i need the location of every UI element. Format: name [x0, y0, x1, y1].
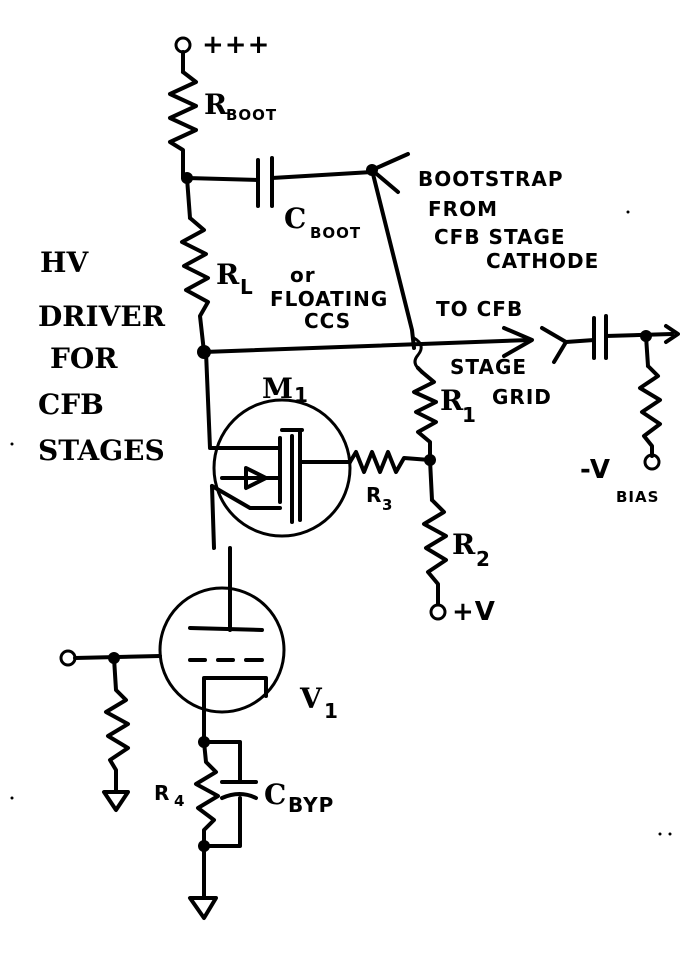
svg-text:C: C: [284, 202, 306, 235]
c-byp-capacitor: [220, 780, 258, 800]
supply-terminal: [174, 36, 192, 74]
title-line-5: STAGES: [38, 434, 165, 467]
title-line-1: HV: [40, 246, 89, 279]
svg-text:R: R: [452, 528, 476, 561]
output-arrow: [502, 326, 534, 358]
label-c-boot: C BOOT: [284, 202, 361, 242]
grid-resistor: [104, 656, 130, 794]
label-floating-ccs: or FLOATING CCS: [270, 263, 388, 333]
coupling-capacitor: [592, 314, 608, 360]
svg-text:TO CFB: TO CFB: [436, 297, 523, 321]
svg-text:3: 3: [382, 496, 393, 514]
label-v1: V 1: [299, 682, 339, 723]
svg-text:CFB STAGE: CFB STAGE: [434, 225, 566, 249]
bias-resistor: [638, 364, 662, 458]
input-terminal: [59, 649, 77, 667]
ground-symbol-grid: [102, 790, 130, 812]
svg-text:BIAS: BIAS: [616, 488, 659, 506]
pos-supply-terminal: [429, 603, 447, 621]
scan-speck: [626, 210, 630, 214]
title-line-2: DRIVER: [38, 300, 166, 333]
scan-speck: [10, 442, 14, 446]
svg-text:V: V: [299, 682, 323, 715]
neg-bias-terminal: [643, 453, 661, 471]
svg-text:R: R: [440, 384, 464, 417]
scan-speck: [10, 796, 14, 800]
svg-text:R: R: [204, 88, 228, 121]
svg-text:BOOT: BOOT: [226, 106, 277, 124]
svg-text:1: 1: [294, 383, 309, 407]
label-r3: R 3: [366, 483, 393, 514]
label-to-cfb: TO CFB STAGE GRID: [436, 297, 552, 409]
r3-resistor: [348, 450, 432, 474]
label-pos-supply: +V: [452, 597, 496, 627]
bootstrap-arrow: [370, 152, 410, 194]
label-r-boot: R BOOT: [204, 88, 277, 124]
m1-mosfet-symbol: [210, 428, 304, 524]
r1-resistor: [412, 370, 438, 462]
scan-speck: [668, 832, 672, 836]
supply-label: +++: [202, 30, 270, 60]
svg-text:BYP: BYP: [288, 793, 334, 817]
m1-envelope: [212, 398, 352, 538]
title-block: HV DRIVER FOR CFB STAGES: [38, 246, 166, 467]
svg-text:FROM: FROM: [428, 197, 498, 221]
svg-text:L: L: [240, 275, 254, 299]
label-r-l: R L: [216, 258, 254, 299]
svg-text:M: M: [262, 372, 293, 405]
svg-text:R: R: [216, 258, 240, 291]
label-m1: M 1: [262, 372, 309, 407]
r-boot-resistor: [168, 70, 198, 180]
label-neg-bias: -V BIAS: [580, 455, 659, 506]
title-line-4: CFB: [38, 388, 104, 421]
svg-text:2: 2: [476, 547, 491, 571]
cfb-input-arrow: [540, 326, 568, 364]
label-r1: R 1: [440, 384, 477, 427]
svg-text:R: R: [154, 781, 170, 805]
svg-text:CATHODE: CATHODE: [486, 249, 599, 273]
svg-text:STAGE: STAGE: [450, 355, 527, 379]
svg-text:GRID: GRID: [492, 385, 552, 409]
svg-text:FLOATING: FLOATING: [270, 287, 388, 311]
label-r4: R 4: [154, 781, 185, 810]
svg-text:R: R: [366, 483, 382, 507]
title-line-3: FOR: [50, 342, 118, 375]
svg-text:CCS: CCS: [304, 309, 351, 333]
label-bootstrap: BOOTSTRAP FROM CFB STAGE CATHODE: [418, 167, 599, 273]
r2-resistor: [422, 498, 448, 606]
svg-text:C: C: [264, 778, 286, 811]
svg-text:-V: -V: [580, 455, 611, 485]
svg-text:1: 1: [324, 699, 339, 723]
c-boot-capacitor: [256, 156, 274, 208]
svg-text:or: or: [290, 263, 316, 287]
v1-triode-symbol: [188, 626, 268, 700]
label-c-byp: C BYP: [264, 778, 334, 817]
v1-envelope: [158, 586, 286, 714]
svg-text:1: 1: [462, 403, 477, 427]
output-line: [202, 338, 532, 354]
scan-speck: [658, 832, 662, 836]
svg-text:BOOT: BOOT: [310, 224, 361, 242]
label-r2: R 2: [452, 528, 491, 571]
cfb-output-arrow: [664, 324, 680, 344]
ground-symbol-main: [188, 896, 218, 920]
svg-text:BOOTSTRAP: BOOTSTRAP: [418, 167, 563, 191]
r-l-resistor: [180, 216, 210, 354]
r4-resistor: [194, 740, 220, 848]
svg-text:4: 4: [174, 792, 185, 810]
